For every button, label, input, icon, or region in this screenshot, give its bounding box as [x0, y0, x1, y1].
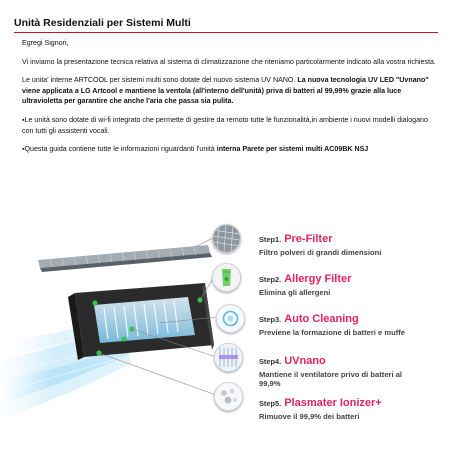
- step-number: Step1.: [259, 235, 282, 244]
- step-auto-cleaning: Step3.Auto Cleaning Previene la formazio…: [259, 309, 449, 337]
- paragraph-wifi: ▪Le unità sono dotate di wi-fi integrato…: [22, 115, 428, 135]
- uvnano-icon: [214, 343, 243, 372]
- step-pre-filter: Step1.Pre-Filter Filtro polveri di grand…: [259, 229, 449, 257]
- greeting: Egregi Signori,: [22, 39, 69, 47]
- step-title: UVnano: [284, 355, 326, 367]
- step-number: Step4.: [259, 357, 282, 366]
- step-description: Mantiene il ventilatore privo di batteri…: [259, 370, 403, 388]
- step-uvnano: Step4.UVnano Mantiene il ventilatore pri…: [259, 351, 449, 388]
- indoor-unit: [68, 283, 214, 360]
- step-description: Elimina gli allergeni: [259, 288, 331, 297]
- letter-body: Egregi Signori, Vi inviamo la presentazi…: [22, 38, 440, 163]
- callout-lines: [98, 236, 217, 396]
- filtration-illustration: Step1.Pre-Filter Filtro polveri di grand…: [0, 205, 450, 450]
- step-description: Filtro polveri di grandi dimensioni: [259, 248, 382, 257]
- step-title: Plasmater Ionizer+: [284, 397, 382, 409]
- step-plasma-ionizer: Step5.Plasmater Ionizer+ Rimuove il 99,9…: [259, 393, 449, 421]
- step-number: Step5.: [259, 399, 282, 408]
- step-description: Rimuove il 99,9% dei batteri: [259, 412, 360, 421]
- air-conditioner-diagram: [0, 236, 217, 420]
- step-number: Step3.: [259, 315, 282, 324]
- guide-intro: ▪Questa guida contiene tutte le informaz…: [22, 145, 217, 154]
- step-allergy-filter: Step2.Allergy Filter Elimina gli allerge…: [259, 269, 449, 297]
- uvnano-detail: La nuova tecnologia UV LED "Uvnano" vien…: [22, 76, 429, 106]
- page-title: Unità Residenziali per Sistemi Multi: [14, 17, 438, 33]
- step-title: Pre-Filter: [284, 233, 333, 245]
- uvnano-intro: Le unita' interne ARTCOOL per sistemi mu…: [22, 76, 298, 85]
- auto-cleaning-icon: [216, 304, 245, 333]
- paragraph-uvnano: Le unita' interne ARTCOOL per sistemi mu…: [22, 75, 440, 107]
- paragraph-guide: ▪Questa guida contiene tutte le informaz…: [22, 144, 440, 155]
- step-description: Previene la formazione di batteri e muff…: [259, 328, 406, 337]
- step-number: Step2.: [259, 275, 282, 284]
- pre-filter-mesh: [38, 245, 212, 272]
- pre-filter-icon: [212, 224, 241, 253]
- guide-model: interna Parete per sistemi multi AC09BK …: [216, 145, 369, 154]
- step-title: Allergy Filter: [284, 273, 352, 285]
- step-title: Auto Cleaning: [284, 313, 359, 325]
- allergy-filter-icon: [212, 263, 241, 292]
- paragraph-intro: Vi inviamo la presentazione tecnica rela…: [22, 57, 436, 66]
- plasma-ionizer-icon: [214, 382, 243, 411]
